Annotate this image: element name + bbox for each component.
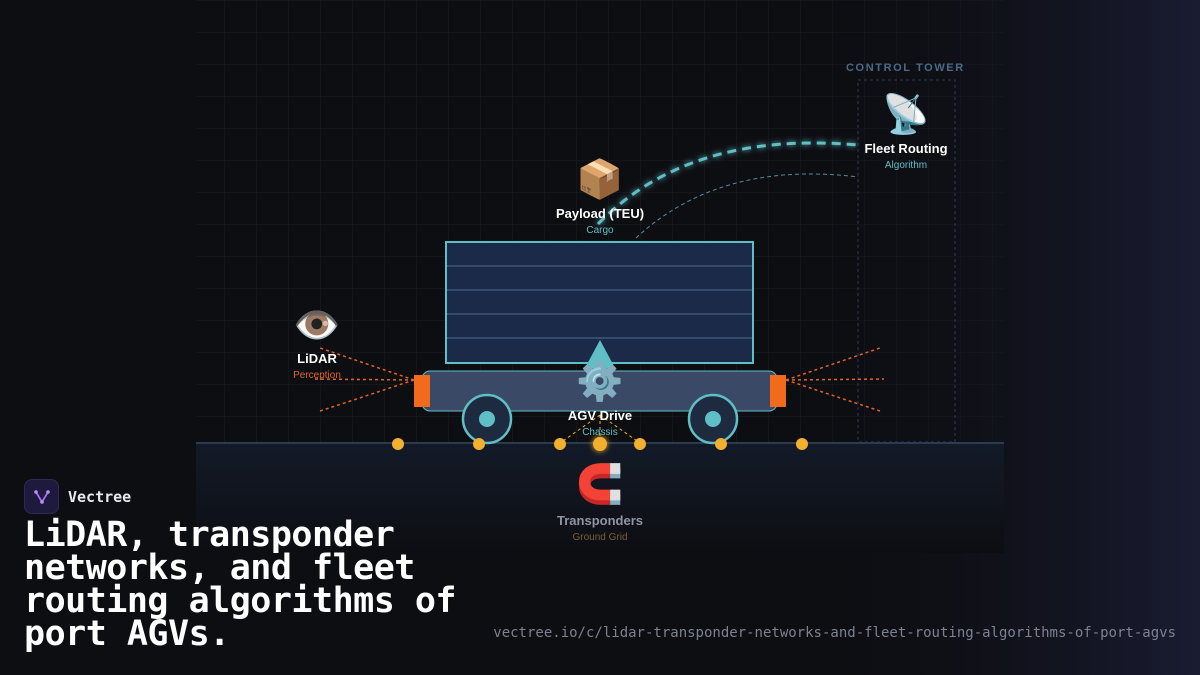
gear-icon: ⚙️ [576, 359, 624, 403]
payload-label: Payload (TEU) Cargo [556, 206, 644, 236]
satellite-dish-icon: 📡 [882, 92, 930, 136]
fleet-routing-label: Fleet Routing Algorithm [864, 141, 947, 171]
lidar-subtitle: Perception [293, 370, 341, 381]
payload-subtitle: Cargo [586, 225, 614, 236]
lidar-label: LiDAR Perception [293, 351, 341, 381]
transponder-marker [796, 438, 808, 450]
routing-arc-main [596, 141, 859, 226]
payload-title: Payload (TEU) [555, 206, 645, 221]
fleet-routing-subtitle: Algorithm [884, 160, 928, 171]
control-tower-title: CONTROL TOWER [846, 62, 965, 74]
vectree-logo-icon [24, 479, 59, 514]
lidar-beams-left [311, 347, 415, 412]
transponders-subtitle: Ground Grid [572, 532, 628, 543]
page-title: LiDAR, transponder networks, and fleet r… [24, 515, 457, 654]
rear-bumper [770, 375, 786, 407]
lidar-title: LiDAR [297, 351, 337, 366]
transponder-marker [634, 438, 646, 450]
transponder-marker [473, 438, 485, 450]
transponder-marker [715, 438, 727, 450]
ground-plane [196, 443, 1004, 553]
transponder-signal [559, 414, 641, 444]
brand: Vectree [24, 479, 131, 514]
direction-arrow [585, 340, 615, 368]
transponders-title: Transponders [557, 513, 643, 528]
agv-drive-title: AGV Drive [567, 408, 633, 423]
transponder-marker [554, 438, 566, 450]
lidar-beams-right [785, 347, 885, 412]
eye-icon: 👁️ [293, 303, 341, 347]
agv-drive-subtitle: Chassis [582, 427, 618, 438]
control-tower-outline [857, 79, 956, 443]
routing-arc-secondary [635, 173, 859, 239]
package-icon: 📦 [576, 157, 624, 201]
front-bumper [414, 375, 430, 407]
transponder-grid [392, 437, 808, 451]
agv-drive-label: AGV Drive Chassis [568, 408, 632, 438]
transponders-label: Transponders Ground Grid [557, 513, 643, 543]
brand-name: Vectree [68, 487, 132, 506]
magnet-icon: 🧲 [576, 462, 624, 506]
page-url[interactable]: vectree.io/c/lidar-transponder-networks-… [493, 625, 1176, 641]
transponder-marker-active [593, 437, 607, 451]
transponder-marker [392, 438, 404, 450]
fleet-routing-title: Fleet Routing [864, 141, 948, 156]
